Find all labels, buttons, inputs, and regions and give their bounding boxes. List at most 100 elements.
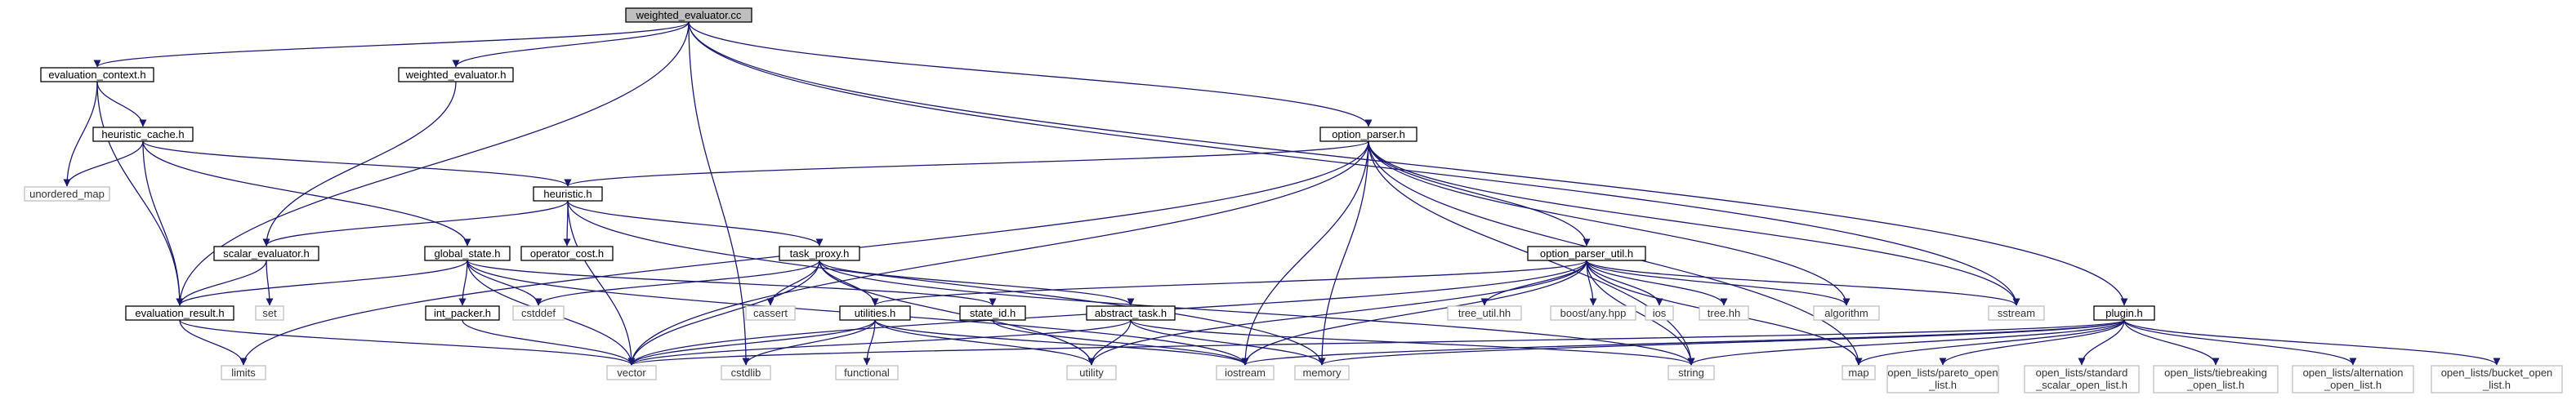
graph-node-option_parser_h[interactable]: option_parser.h	[1319, 127, 1417, 142]
graph-node-scalar_evaluator_h[interactable]: scalar_evaluator.h	[213, 246, 319, 261]
include-edge-plugin_h-to-alternation_open_list	[2123, 319, 2357, 366]
node-box	[533, 186, 603, 202]
graph-node-evaluation_result_h[interactable]: evaluation_result.h	[125, 305, 234, 321]
node-label: evaluation_context.h	[48, 69, 145, 81]
node-label: heuristic.h	[543, 188, 592, 200]
include-edge-task_proxy_h-to-string	[819, 260, 1695, 366]
graph-node-cassert: cassert	[745, 305, 796, 321]
include-edge-global_state_h-to-state_id_h	[467, 260, 997, 306]
node-box	[24, 186, 110, 202]
include-edge-abstract_task_h-to-string	[1130, 319, 1695, 366]
node-box	[1988, 305, 2045, 321]
include-edge-option_parser_h-to-sstream	[1368, 140, 2020, 306]
node-label: tree_util.hh	[1458, 307, 1511, 319]
graph-node-heuristic_cache_h[interactable]: heuristic_cache.h	[92, 127, 194, 142]
graph-node-utilities_h[interactable]: utilities.h	[839, 305, 911, 321]
graph-node-global_state_h[interactable]: global_state.h	[424, 246, 511, 261]
include-edge-plugin_h-to-string	[1687, 319, 2125, 366]
node-label: open_lists/bucket_open_list.h	[2441, 367, 2553, 391]
node-label: sstream	[1998, 307, 2035, 319]
include-edge-weighted_evaluator_cc-to-sstream	[688, 21, 2020, 306]
graph-node-weighted_evaluator_h[interactable]: weighted_evaluator.h	[398, 67, 514, 82]
include-edge-global_state_h-to-evaluation_result_h	[176, 260, 468, 306]
node-box	[425, 305, 500, 321]
graph-node-abstract_task_h[interactable]: abstract_task.h	[1086, 305, 1176, 321]
graph-node-functional: functional	[835, 365, 899, 380]
include-edge-heuristic_h-to-memory	[567, 200, 1326, 366]
node-box	[1667, 365, 1715, 380]
graph-node-tree_util_hh: tree_util.hh	[1447, 305, 1522, 321]
node-label: plugin.h	[2105, 307, 2143, 319]
graph-node-set: set	[255, 305, 284, 321]
node-box	[1886, 365, 1999, 393]
node-label: cassert	[753, 307, 788, 319]
include-edge-weighted_evaluator_cc-to-plugin_h	[688, 21, 2128, 306]
include-edge-weighted_evaluator_cc-to-weighted_evaluator_h	[452, 21, 690, 68]
graph-node-ios: ios	[1645, 305, 1674, 321]
graph-node-evaluation_context_h[interactable]: evaluation_context.h	[40, 67, 154, 82]
include-edge-option_parser_util_h-to-tree_util_hh	[1480, 260, 1587, 306]
node-box	[424, 246, 511, 261]
node-box	[1527, 246, 1646, 261]
node-label: scalar_evaluator.h	[223, 247, 310, 260]
include-edge-heuristic_cache_h-to-global_state_h	[142, 140, 471, 247]
node-box	[959, 305, 1026, 321]
include-edge-scalar_evaluator_h-to-set	[266, 260, 274, 306]
include-edge-option_parser_util_h-to-tree_hh	[1586, 260, 1728, 306]
include-edge-global_state_h-to-int_packer_h	[458, 260, 468, 306]
node-box	[745, 305, 796, 321]
include-edge-task_proxy_h-to-utilities_h	[819, 260, 879, 306]
graph-node-task_proxy_h[interactable]: task_proxy.h	[779, 246, 860, 261]
include-edge-abstract_task_h-to-memory	[1130, 319, 1326, 366]
graph-node-plugin_h[interactable]: plugin.h	[2093, 305, 2155, 321]
graph-node-option_parser_util_h[interactable]: option_parser_util.h	[1527, 246, 1646, 261]
graph-node-int_packer_h[interactable]: int_packer.h	[425, 305, 500, 321]
include-edge-weighted_evaluator_h-to-scalar_evaluator_h	[262, 81, 457, 247]
graph-node-operator_cost_h[interactable]: operator_cost.h	[520, 246, 614, 261]
node-box	[839, 305, 911, 321]
include-edge-option_parser_util_h-to-sstream	[1586, 260, 2020, 306]
include-edge-utilities_h-to-utility	[874, 319, 1096, 366]
include-edge-abstract_task_h-to-utility	[1087, 319, 1132, 366]
include-edge-int_packer_h-to-vector	[462, 319, 636, 366]
node-label: unordered_map	[29, 188, 105, 200]
node-label: int_packer.h	[434, 307, 491, 319]
node-box	[779, 246, 860, 261]
node-label: open_lists/alternation_open_list.h	[2303, 367, 2404, 391]
include-edge-plugin_h-to-vector	[628, 319, 2125, 366]
include-edge-heuristic_h-to-vector	[567, 200, 636, 366]
include-edge-utilities_h-to-vector	[627, 319, 876, 366]
graph-node-heuristic_h[interactable]: heuristic.h	[533, 186, 603, 202]
include-edge-heuristic_h-to-task_proxy_h	[567, 200, 824, 247]
include-edge-weighted_evaluator_cc-to-option_parser_h	[688, 21, 1373, 127]
node-label: iostream	[1225, 367, 1266, 379]
node-box	[1319, 127, 1417, 142]
include-edge-utilities_h-to-functional	[863, 319, 876, 366]
node-box	[398, 67, 514, 82]
include-edge-option_parser_util_h-to-ios	[1586, 260, 1663, 306]
node-box	[2153, 365, 2279, 393]
node-box	[1699, 305, 1749, 321]
include-edge-evaluation_context_h-to-unordered_map	[63, 81, 98, 187]
node-box	[1294, 365, 1350, 380]
node-box	[2024, 365, 2140, 393]
node-label: open_lists/pareto_open_list.h	[1887, 367, 1998, 391]
graph-node-map: map	[1842, 365, 1876, 380]
graph-node-alternation_open_list: open_lists/alternation_open_list.h	[2292, 365, 2414, 393]
include-edge-heuristic_cache_h-to-heuristic_h	[142, 140, 572, 187]
include-edge-option_parser_h-to-heuristic_h	[564, 140, 1369, 187]
node-box	[221, 365, 266, 380]
graph-node-pareto_open_list: open_lists/pareto_open_list.h	[1886, 365, 1999, 393]
graph-node-state_id_h[interactable]: state_id.h	[959, 305, 1026, 321]
include-edge-abstract_task_h-to-vector	[627, 319, 1132, 366]
include-edge-option_parser_h-to-algorithm	[1368, 140, 1851, 306]
node-box	[2431, 365, 2563, 393]
graph-node-sstream: sstream	[1988, 305, 2045, 321]
node-label: evaluation_result.h	[135, 307, 224, 319]
graph-node-weighted_evaluator_cc[interactable]: weighted_evaluator.cc	[625, 7, 752, 23]
include-edge-plugin_h-to-tiebreaking_open_list	[2123, 319, 2220, 366]
node-box	[255, 305, 284, 321]
node-box	[512, 305, 565, 321]
node-box	[1645, 305, 1674, 321]
graph-node-string: string	[1667, 365, 1715, 380]
